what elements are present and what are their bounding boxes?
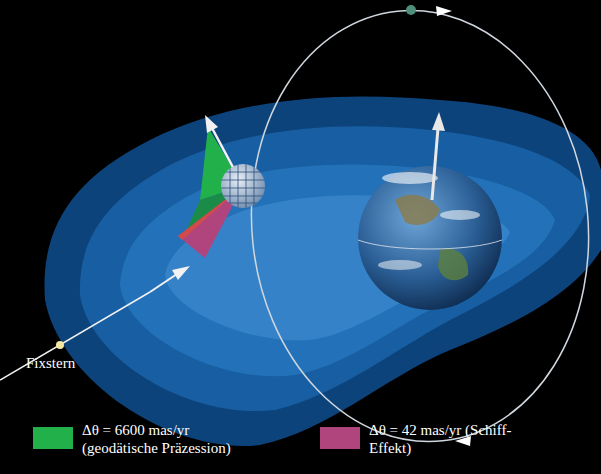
legend-text: Δθ = 42 mas/yr (Schiff-Effekt) [369,421,537,457]
gyro-axis-head [205,115,218,133]
satellite [406,5,416,15]
field-layer [80,126,590,411]
earth [358,166,502,310]
earth-cloud [378,260,422,270]
legend-swatch [33,427,73,449]
gyroscope-grid [221,164,265,208]
orbit-line [230,0,601,458]
orbit-arrow [436,6,452,16]
earth-axis [432,128,438,200]
legend-text: Δθ = 6600 mas/yr (geodätische Präzession… [82,421,250,457]
gyroscope [221,164,265,208]
star-label: Fixstern [26,354,75,372]
earth-land [438,249,468,280]
field-layer [120,164,555,376]
earth-axis-head [432,112,445,131]
guide-star [56,341,64,349]
star-line [0,292,150,380]
earth-cloud [382,172,438,184]
legend-swatch [320,427,360,449]
equator [358,240,502,249]
earth-cloud [440,210,480,220]
field-layer [44,96,601,446]
telescope-axis-head [172,266,190,280]
